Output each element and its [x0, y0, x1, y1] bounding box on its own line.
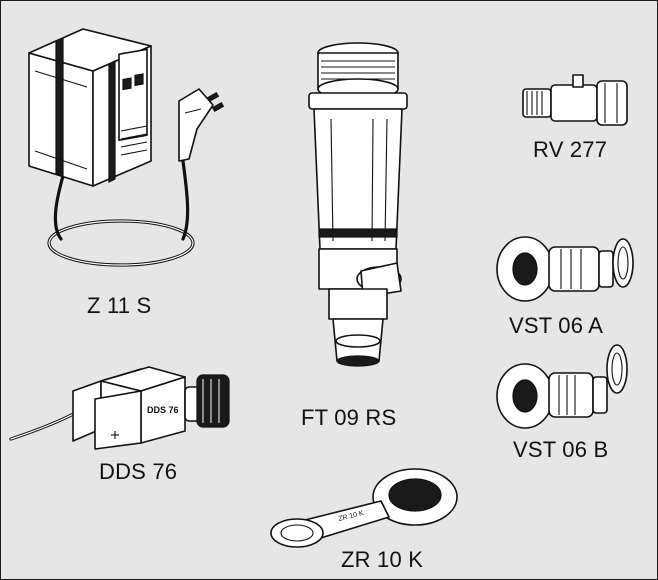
- label-zr10k: ZR 10 K: [341, 547, 424, 572]
- label-z11s: Z 11 S: [87, 293, 152, 318]
- label-ft09rs: FT 09 RS: [301, 405, 397, 430]
- dds-device-tag: DDS 76: [147, 405, 179, 415]
- vst06b-drawing: [496, 344, 628, 429]
- label-vst06a: VST 06 A: [509, 313, 604, 338]
- label-rv277: RV 277: [533, 137, 608, 162]
- dds76-drawing: DDS 76: [9, 366, 230, 450]
- rv277-drawing: [522, 74, 628, 126]
- z11s-drawing: [28, 28, 225, 267]
- vst06a-drawing: [496, 236, 634, 302]
- zr10k-drawing: ZR 10 K: [270, 468, 458, 548]
- label-vst06b: VST 06 B: [513, 437, 609, 462]
- ft09rs-drawing: [308, 42, 408, 367]
- label-dds76: DDS 76: [99, 459, 178, 484]
